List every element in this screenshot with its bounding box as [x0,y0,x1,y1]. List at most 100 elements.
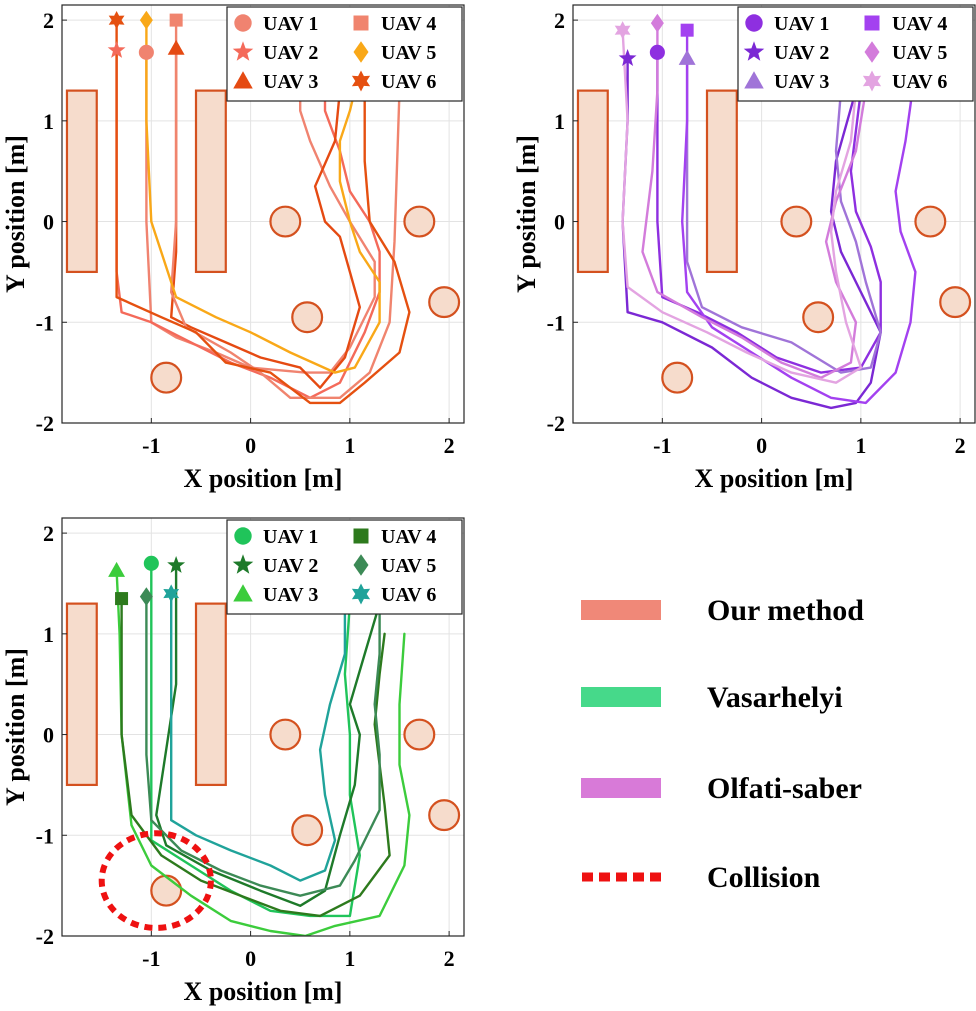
legend-marker [232,554,254,574]
key-item-4: Collision [582,861,821,894]
plot-frame [572,4,976,424]
obstacle-circle [403,718,436,751]
legend-label: UAV 1 [774,13,829,35]
start-marker-uav-6 [163,584,180,603]
legend-marker [234,14,252,32]
x-tick-label: 1 [344,433,355,458]
trajectory-uav-3 [170,47,361,389]
legend-item-uav-3: UAV 3 [233,71,318,93]
obstacle-circle [150,361,183,394]
x-tick-label: 2 [444,433,455,458]
plot-frame [61,517,465,937]
legend-box [737,6,974,102]
obstacle-circle [780,205,813,238]
legend-marker [233,71,253,89]
start-marker-uav-6 [108,11,125,30]
trajectory-uav-5 [641,21,867,379]
legend-item-uav-2: UAV 2 [232,41,318,64]
y-tick-label: -2 [36,411,54,436]
legend-label: UAV 2 [263,555,318,577]
y-tick-label: -2 [547,411,565,436]
legend-label: UAV 6 [892,71,947,93]
legend-marker [743,41,765,61]
start-marker-uav-3 [167,39,185,55]
obstacle-circle [428,799,461,832]
legend-marker [351,583,371,605]
key-swatch [581,687,661,707]
legend-label: UAV 4 [892,13,947,35]
plot-frame [61,4,465,424]
x-tick-label: 0 [756,433,767,458]
key-swatch [581,600,661,620]
x-tick-label: 2 [955,433,966,458]
y-tick-label: -1 [547,310,565,335]
legend-item-uav-5: UAV 5 [864,41,947,64]
obstacle-circle [269,718,302,751]
obstacles [65,602,461,907]
x-tick-label: 0 [245,433,256,458]
trajectory-uav-4 [120,597,391,918]
y-tick-label: -1 [36,823,54,848]
legend-marker [864,15,880,31]
legend-label: UAV 3 [774,71,829,93]
legend-marker [351,70,371,92]
y-tick-label: 0 [554,210,565,235]
obstacle-circle [403,205,436,238]
legend-marker [353,528,369,544]
x-axis-label: X position [m] [695,464,854,493]
trajectory-uav-6 [115,18,411,405]
start-marker-uav-5 [139,10,153,30]
legend-label: UAV 5 [381,42,436,64]
key-label: Vasarhelyi [707,681,843,714]
legend-marker [745,14,763,32]
trajectory-uav-4 [170,18,401,399]
y-tick-label: 1 [43,109,54,134]
start-marker-uav-1 [143,555,159,571]
legend-marker [232,41,254,61]
legend-item-uav-6: UAV 6 [862,70,947,93]
legend-item-uav-4: UAV 4 [864,13,947,35]
legend-label: UAV 4 [381,13,436,35]
legend-item-uav-1: UAV 1 [234,13,318,35]
x-tick-label: -1 [142,946,160,971]
legend-item-uav-4: UAV 4 [353,526,436,548]
trajectory-uav-2 [621,57,882,410]
legend-label: UAV 6 [381,584,436,606]
legend-marker [234,527,252,545]
start-marker-uav-4 [115,592,129,606]
legend-label: UAV 1 [263,526,318,548]
key-item-1: Our method [581,594,864,627]
obstacle-rectangle [194,89,227,274]
obstacle-rectangle [705,89,738,274]
trajectory-uav-5 [145,595,381,897]
legend-label: UAV 3 [263,71,318,93]
legend-item-uav-1: UAV 1 [234,526,318,548]
legend-label: UAV 2 [263,42,318,64]
collision-region [98,830,214,931]
legend-item-uav-3: UAV 3 [233,584,318,606]
obstacles [65,89,461,394]
trajectories [107,10,411,405]
trajectories [614,13,917,410]
obstacle-rectangle [65,89,98,274]
x-tick-label: 1 [855,433,866,458]
obstacle-circle [291,301,324,334]
x-axis-label: X position [m] [184,464,343,493]
legend: UAV 1 UAV 2 UAV 3 UAV 4 UAV 5 UAV 6 [226,519,463,615]
y-tick-label: 1 [43,622,54,647]
start-marker-uav-1 [138,44,154,60]
start-marker-uav-2 [618,49,637,66]
obstacle-circle [661,361,694,394]
x-tick-label: -1 [653,433,671,458]
x-tick-label: -1 [142,433,160,458]
legend-label: UAV 5 [381,555,436,577]
trajectories [108,555,411,936]
trajectory-uav-3 [685,57,882,374]
obstacle-circle [269,205,302,238]
obstacle-circle [291,814,324,847]
obstacles [576,89,972,394]
